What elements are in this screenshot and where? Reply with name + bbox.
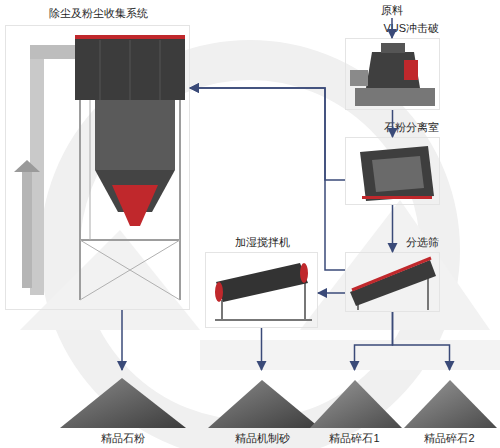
- input-label: 原料: [368, 2, 416, 18]
- dust-collector-illustration: [14, 35, 185, 300]
- watermark-shape: [20, 230, 200, 330]
- node-label: 加湿搅拌机: [196, 235, 329, 249]
- flow-arrow: [190, 88, 345, 180]
- mixer-illustration: [215, 263, 312, 320]
- watermark-shape: [300, 200, 490, 330]
- red-cone: [112, 185, 158, 226]
- product-pile: 精品机制砂: [205, 370, 320, 428]
- flow-arrow: [318, 292, 345, 294]
- mixer-frame: [304, 283, 306, 320]
- flow-arrow: [391, 18, 393, 38]
- leg: [79, 100, 81, 300]
- pile: [208, 380, 320, 428]
- product-pile: 精品石粉: [55, 370, 190, 428]
- brace: [80, 239, 180, 241]
- node-label: 精品机制砂: [195, 431, 330, 445]
- mixer-drum: [216, 263, 308, 302]
- brace: [80, 240, 180, 300]
- pile: [60, 378, 186, 428]
- crusher-accent: [404, 60, 418, 80]
- flow-arrow: [355, 312, 393, 370]
- flow-arrow: [261, 328, 263, 370]
- node-label: 原料: [358, 3, 426, 17]
- equipment-box: VUS冲击破: [345, 38, 440, 110]
- pile: [404, 380, 497, 428]
- screen-body: [350, 260, 436, 306]
- flow-arrow: [190, 88, 345, 270]
- watermark: [20, 60, 500, 440]
- crusher-illustration: [350, 43, 435, 106]
- rib: [130, 40, 131, 100]
- equipment-box: 加湿搅拌机: [205, 252, 318, 328]
- leg: [179, 100, 181, 300]
- middle-chamber: [95, 100, 175, 170]
- screen-accent: [352, 258, 431, 290]
- pile: [310, 380, 402, 428]
- ladder: [90, 100, 91, 240]
- chimney: [22, 170, 32, 288]
- node-label: 精品碎石2: [392, 431, 500, 445]
- product-pile: 精品碎石1: [307, 370, 402, 428]
- duct-bend: [30, 45, 80, 59]
- equipment-box: 分选筛: [345, 252, 440, 312]
- flow-arrow: [392, 205, 394, 252]
- node-label: VUS冲击破: [336, 21, 439, 35]
- crusher-motor: [350, 70, 368, 86]
- rib: [100, 40, 101, 100]
- mixer-frame: [221, 300, 223, 320]
- mixer-frame: [215, 319, 312, 321]
- flow-arrow: [393, 312, 450, 370]
- crusher-base: [355, 88, 435, 106]
- flow-arrow: [392, 110, 394, 137]
- node-label: 精品碎石1: [297, 431, 412, 445]
- separator-panel: [372, 156, 424, 192]
- brace: [80, 240, 180, 300]
- rib: [160, 40, 161, 100]
- crusher-body: [366, 52, 420, 88]
- separator-body: [360, 146, 434, 201]
- equipment-box: 除尘及粉尘收集系统: [5, 25, 190, 310]
- red-stripe: [75, 35, 185, 39]
- duct-pipe: [30, 55, 44, 295]
- node-label: 除尘及粉尘收集系统: [0, 6, 201, 20]
- chimney-cap: [14, 160, 40, 172]
- separator-illustration: [360, 146, 434, 201]
- equipment-box: 石粉分离室: [345, 137, 440, 205]
- screen-illustration: [350, 258, 436, 310]
- node-label: 精品石粉: [45, 431, 200, 445]
- flow-arrow: [121, 310, 123, 370]
- crusher-hood: [381, 43, 405, 53]
- separator-stripe: [362, 196, 432, 199]
- mixer-end: [300, 263, 308, 283]
- watermark-band: [200, 340, 500, 370]
- mixer-end: [215, 282, 223, 302]
- product-pile: 精品碎石2: [402, 370, 497, 428]
- node-label: 石粉分离室: [336, 120, 439, 134]
- product-piles: [60, 378, 497, 428]
- filter-house: [75, 35, 185, 100]
- node-label: 分选筛: [336, 235, 439, 249]
